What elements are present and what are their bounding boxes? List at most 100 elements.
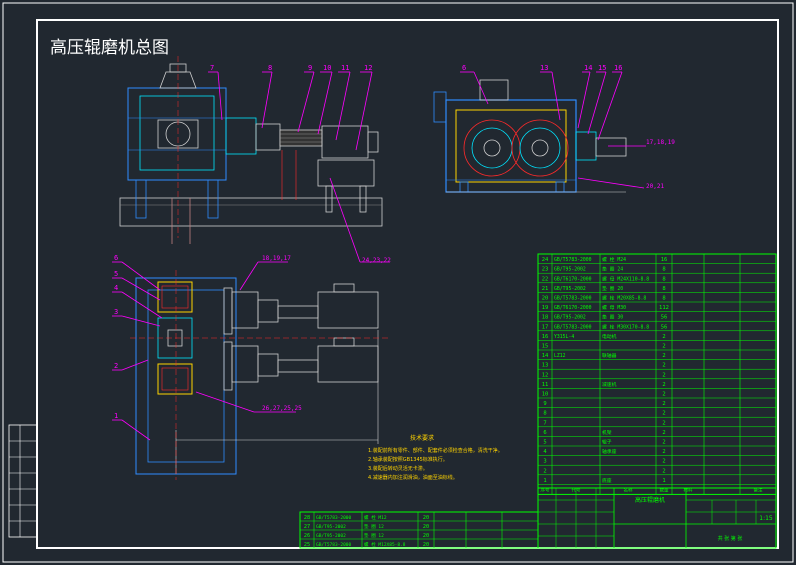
bom-row-no: 9 [543, 401, 546, 407]
bom-row-name: 机架 [602, 429, 612, 436]
bom-row-code: GB/T95-2002 [554, 315, 586, 321]
bom-row-no: 19 [542, 305, 549, 311]
bom-row-name: 垫 圈 12 [364, 532, 384, 539]
tech-req-line: 3.装配后转动灵活无卡滞。 [368, 465, 428, 472]
plan-view-callouts [112, 261, 296, 441]
callout-label: 20,21 [646, 183, 664, 190]
callout-label: 9 [308, 64, 312, 72]
callout-label: 11 [341, 64, 349, 72]
bom-row-code: GB/T6170-2000 [554, 276, 592, 282]
bom-row-qty: 2 [662, 392, 665, 398]
title-block: 高压辊磨机 1:15 共 张 第 张 [537, 487, 777, 549]
bom-row-no: 12 [542, 372, 549, 378]
bom-row-no: 6 [543, 430, 546, 436]
drawing-name: 高压辊磨机 [635, 496, 665, 504]
bom-header-no: 序号 [541, 486, 550, 493]
callout-label: 18,19,17 [262, 255, 291, 262]
bom-row-name: 底座 [602, 477, 612, 484]
callout-label: 5 [114, 270, 118, 278]
bom-row-qty: 2 [662, 468, 665, 474]
bom-row-qty: 16 [661, 257, 668, 263]
bom-row-qty: 2 [662, 334, 665, 340]
sheet-info: 共 张 第 张 [718, 535, 743, 542]
callout-label: 10 [323, 64, 331, 72]
bom-header-name: 名称 [624, 486, 633, 493]
callout-label: 13 [540, 64, 548, 72]
callout-label: 7 [210, 64, 214, 72]
bom-row-name: 螺 栓 M12 [364, 514, 387, 521]
bom-row-no: 27 [304, 524, 310, 530]
bom-header-qty: 数量 [660, 486, 669, 493]
bom-row-code: LZ12 [554, 353, 566, 359]
bom-row-code: GB/T95-2002 [316, 524, 346, 530]
tech-req-line: 1.装配前所有零件、部件、配套件必须检查合格，清洗干净。 [368, 447, 503, 454]
bom-row-qty: 2 [662, 382, 665, 388]
bom-row-code: GB/T5783-2000 [316, 515, 352, 521]
bom-row-qty: 2 [662, 363, 665, 369]
callout-label: 6 [462, 64, 466, 72]
bom-row-no: 10 [542, 392, 549, 398]
bom-row-qty: 2 [662, 420, 665, 426]
bom-row-qty: 112 [659, 305, 669, 311]
bom-row-qty: 2 [662, 430, 665, 436]
bom-row-no: 5 [543, 440, 546, 446]
bom-row-name: 垫 圈 12 [364, 523, 384, 530]
bom-row-qty: 8 [662, 296, 665, 302]
bom-row-code: GB/T95-2002 [554, 286, 586, 292]
bom-row-name: 螺 栓 M12X85-8.8 [364, 541, 406, 548]
binding-strip [8, 424, 38, 538]
bom-row-no: 21 [542, 286, 549, 292]
plan-view-callout-labels: 6 5 4 3 2 1 18,19,17 26,27,25,25 [114, 254, 302, 420]
bom-row-no: 7 [543, 420, 546, 426]
bom-row-code: GB/T5783-2000 [554, 324, 592, 330]
bom-row-code: Y315L-4 [554, 334, 574, 340]
bom-row-no: 22 [542, 276, 549, 282]
callout-label: 24,23,22 [362, 257, 391, 264]
bom-row-name: 螺 栓 M24 [602, 256, 626, 263]
bom-row-no: 11 [542, 382, 549, 388]
bom-row-name: 辊子 [602, 439, 612, 446]
bom-row-no: 25 [304, 542, 310, 548]
bom-row-code: GB/T5783-2000 [316, 542, 352, 548]
scale-value: 1:15 [759, 515, 773, 522]
tech-req-line: 2.轴承装配按照GB1345标准执行。 [368, 456, 448, 463]
bom-row-qty: 56 [661, 324, 668, 330]
bom-row-qty: 2 [662, 411, 665, 417]
tech-req-line: 4.减速器内加注润滑油，油面至油标线。 [368, 474, 458, 481]
bom-row-name: 螺 栓 M30X170-8.8 [602, 323, 649, 330]
technical-requirements: 技术要求 1.装配前所有零件、部件、配套件必须检查合格，清洗干净。 2.轴承装配… [368, 434, 503, 481]
callout-label: 6 [114, 254, 118, 262]
bom-row-code: GB/T5783-2000 [554, 296, 592, 302]
bom-row-qty: 2 [662, 372, 665, 378]
bom-row-name: 垫 圈 30 [602, 314, 623, 321]
bom-row-name: 减速机 [602, 381, 617, 388]
callout-label: 16 [614, 64, 622, 72]
bom-row-qty: 56 [661, 315, 668, 321]
callout-label: 3 [114, 308, 118, 316]
bom-row-qty: 2 [662, 459, 665, 465]
bom-header-note: 备注 [754, 486, 763, 493]
side-view-callout-labels: 6 13 14 15 16 17,18,19 20,21 [462, 64, 675, 190]
front-view-callouts [208, 71, 390, 263]
bom-row-name: 螺 母 M30 [602, 304, 626, 311]
bom-row-qty: 8 [662, 276, 665, 282]
bom-row-qty: 20 [423, 542, 429, 548]
callout-label: 2 [114, 362, 118, 370]
callout-label: 12 [364, 64, 372, 72]
bom-row-qty: 8 [662, 286, 665, 292]
bom-row-no: 1 [543, 478, 546, 484]
callout-label: 8 [268, 64, 272, 72]
bom-row-name: 螺 栓 M20X85-8.8 [602, 295, 646, 302]
drawing-title: 高压辊磨机总图 [50, 38, 169, 58]
bom-row-code: GB/T5783-2000 [554, 257, 592, 263]
callout-label: 15 [598, 64, 606, 72]
plan-view [130, 270, 390, 480]
bom-row-name: 联轴器 [602, 352, 617, 359]
bom-row-no: 15 [542, 344, 549, 350]
bom-row-qty: 2 [662, 344, 665, 350]
bom-row-name: 垫 圈 20 [602, 285, 623, 292]
